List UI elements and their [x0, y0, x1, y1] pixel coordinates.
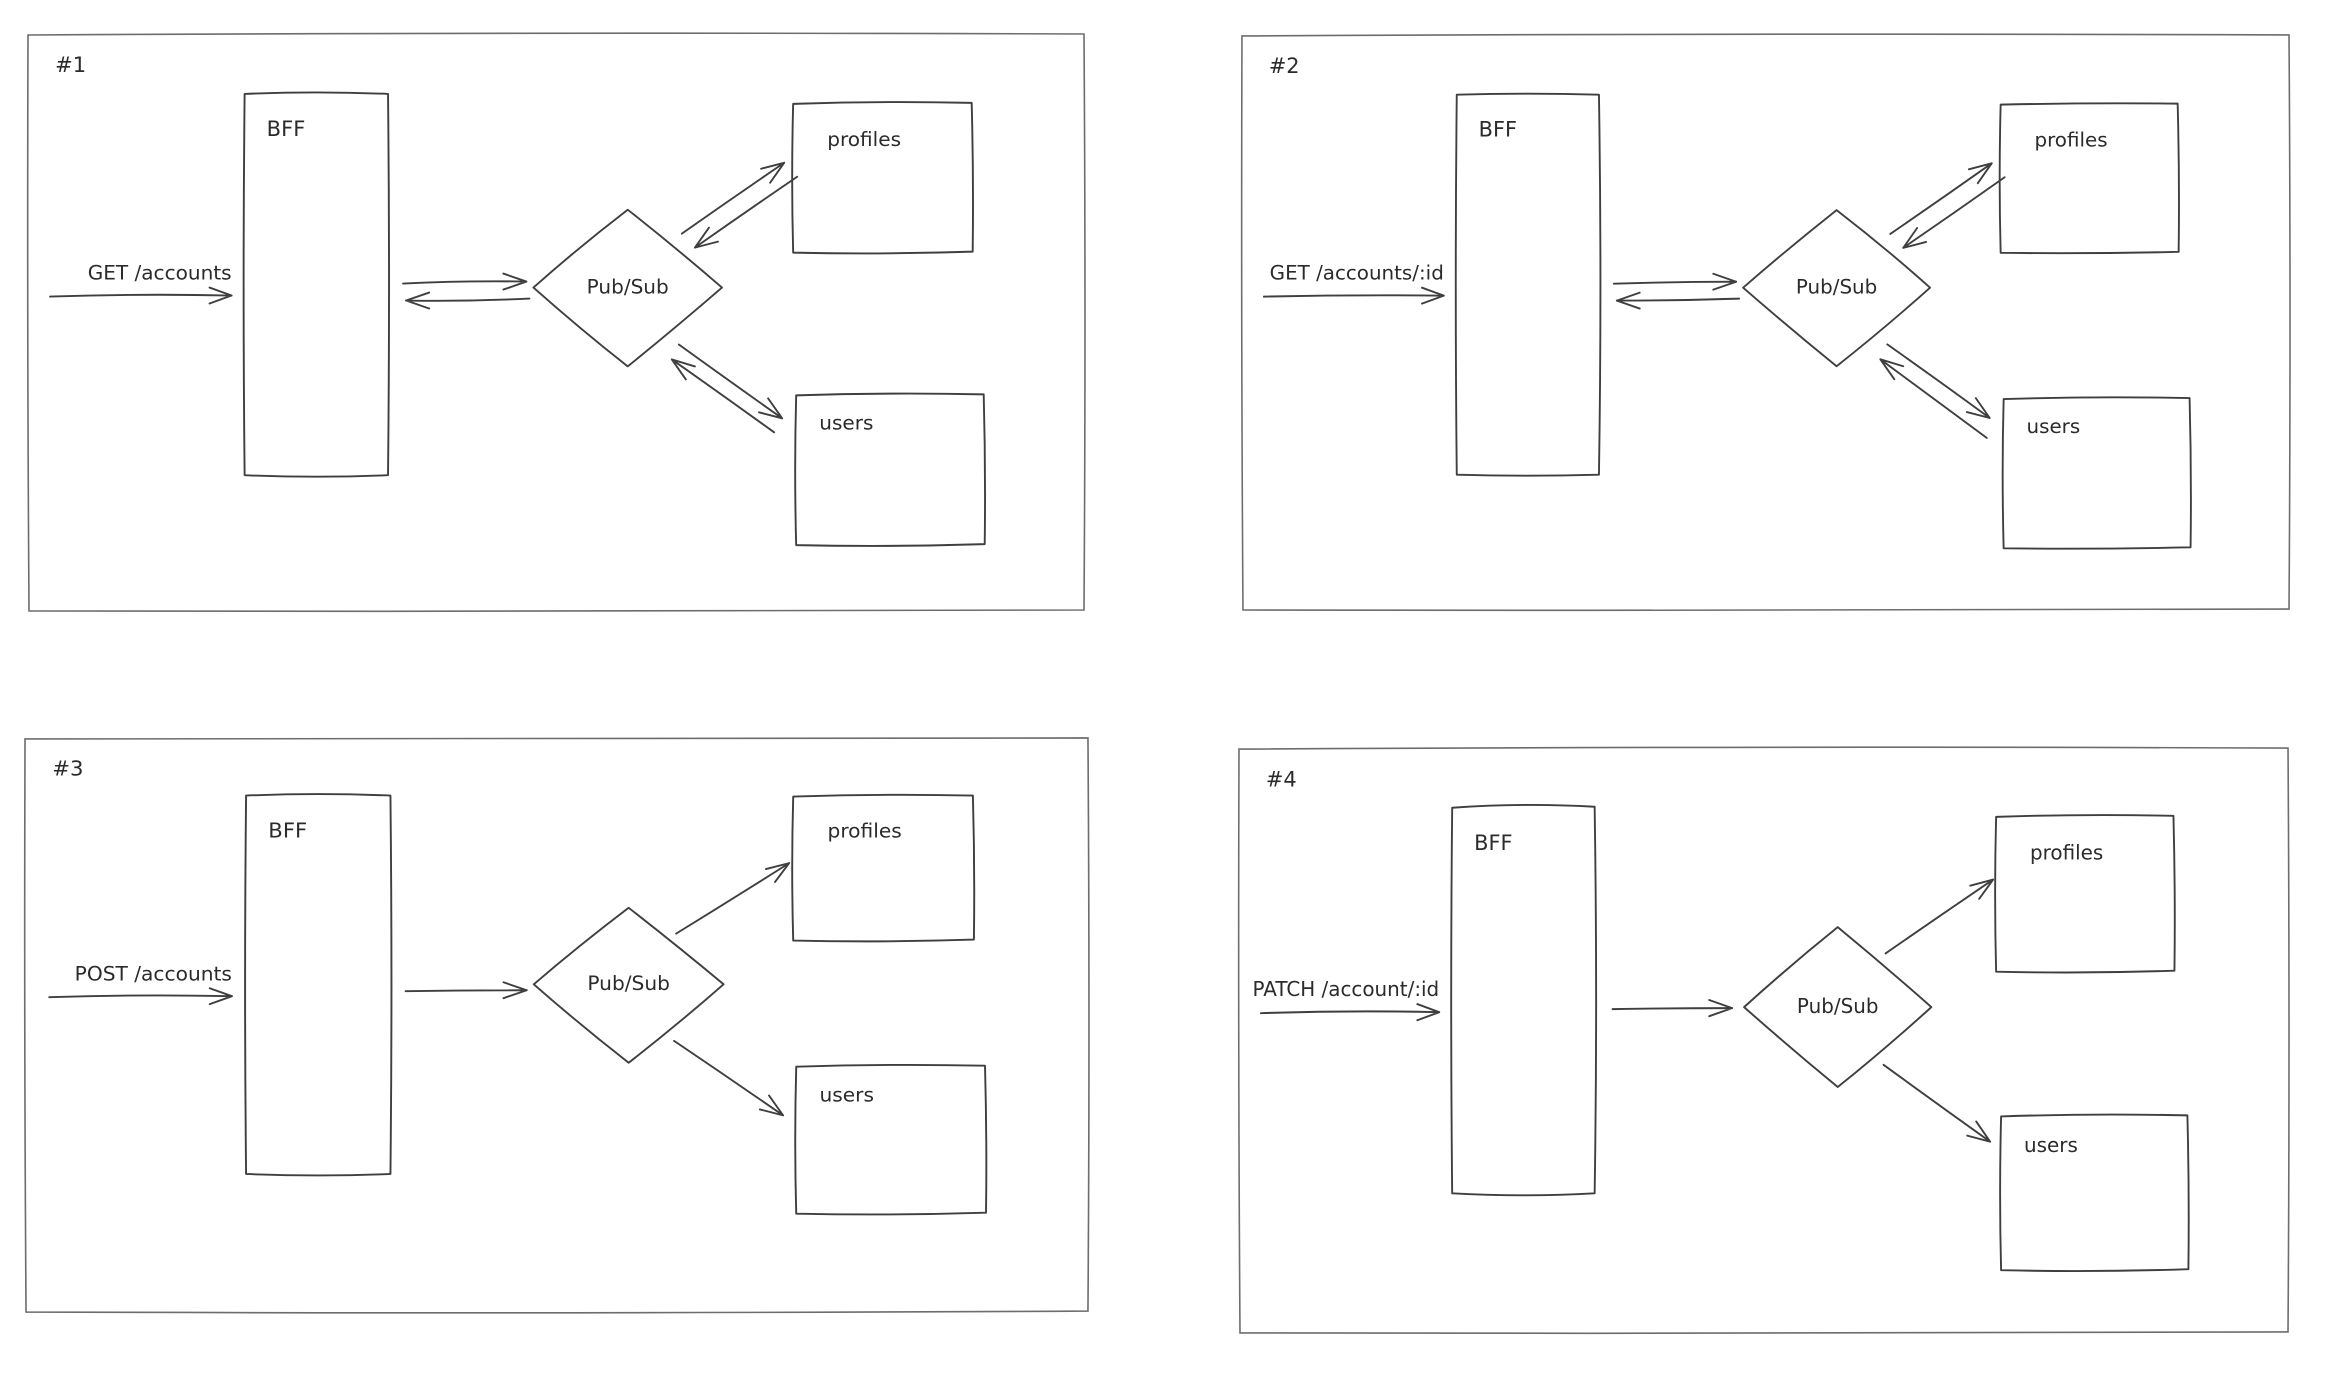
bff-label: BFF — [268, 817, 307, 842]
pubsub-diamond — [1742, 209, 1932, 368]
profiles-to-pubsub-arrow — [1902, 176, 2006, 249]
profiles-box — [791, 793, 976, 943]
bff-to-pubsub-arrow — [1611, 999, 1734, 1018]
panel-number-label: #1 — [55, 52, 86, 77]
bff-box — [244, 793, 393, 1177]
request-label: GET /accounts — [88, 261, 232, 285]
request-arrow — [49, 286, 233, 305]
pubsub-to-users-arrow — [673, 1039, 785, 1117]
pubsub-to-profiles-arrow — [675, 862, 791, 935]
bff-box — [242, 91, 390, 478]
profiles-label: profiles — [2030, 840, 2103, 864]
users-to-pubsub-arrow — [670, 358, 776, 434]
profiles-box — [791, 101, 974, 255]
panel-3: #3 BFF POST /accounts Pub/Sub profiles u… — [23, 736, 1090, 1314]
panel-frame — [1237, 746, 2290, 1335]
bff-to-pubsub-arrow — [404, 981, 528, 1000]
panel-frame — [1240, 33, 2291, 612]
pubsub-label: Pub/Sub — [587, 275, 669, 299]
request-arrow — [1262, 286, 1445, 305]
pubsub-diamond — [532, 208, 723, 368]
bff-label: BFF — [267, 116, 306, 141]
request-label: POST /accounts — [75, 961, 232, 985]
pubsub-to-profiles-arrow — [1884, 878, 1995, 955]
bff-to-pubsub-arrow — [1612, 272, 1738, 291]
profiles-box — [1994, 814, 2176, 974]
pubsub-to-bff-arrow — [1615, 291, 1741, 310]
users-label: users — [819, 1083, 874, 1107]
pubsub-to-users-arrow — [1882, 1063, 1992, 1143]
pubsub-to-profiles-arrow — [1889, 162, 1993, 235]
users-box — [794, 1063, 988, 1216]
bff-box — [1450, 803, 1598, 1197]
pubsub-to-users-arrow — [1886, 343, 1991, 419]
pubsub-to-users-arrow — [677, 343, 784, 420]
request-label: PATCH /account/:id — [1253, 977, 1440, 1001]
profiles-label: profiles — [2034, 128, 2107, 151]
users-label: users — [2024, 1133, 2078, 1157]
users-label: users — [2027, 415, 2081, 438]
panel-1: #1 BFF GET /accounts Pub/Sub profiles us… — [26, 32, 1086, 613]
panel-number-label: #4 — [1266, 766, 1297, 791]
users-box — [794, 392, 986, 547]
bff-label: BFF — [1474, 830, 1512, 855]
pubsub-to-profiles-arrow — [680, 161, 786, 235]
pubsub-label: Pub/Sub — [587, 971, 670, 995]
panel-number-label: #3 — [52, 756, 83, 781]
bff-to-pubsub-arrow — [402, 272, 528, 291]
request-arrow — [1259, 1003, 1441, 1022]
pubsub-label: Pub/Sub — [1796, 276, 1877, 299]
panel-number-label: #2 — [1269, 54, 1300, 78]
profiles-box — [1998, 102, 2180, 255]
users-to-pubsub-arrow — [1879, 358, 1988, 439]
profiles-label: profiles — [828, 818, 902, 842]
pubsub-to-bff-arrow — [405, 291, 531, 310]
users-box — [2001, 396, 2192, 550]
pubsub-diamond — [1743, 926, 1933, 1089]
pubsub-label: Pub/Sub — [1797, 994, 1879, 1018]
users-label: users — [819, 410, 873, 434]
users-box — [1999, 1113, 2190, 1272]
panel-4: #4 BFF PATCH /account/:id Pub/Sub profil… — [1237, 746, 2290, 1335]
request-label: GET /accounts/:id — [1270, 262, 1444, 285]
panel-2: #2 BFF GET /accounts/:id Pub/Sub profile… — [1240, 33, 2291, 612]
request-arrow — [48, 987, 233, 1006]
bff-label: BFF — [1479, 117, 1517, 141]
bff-box — [1454, 92, 1602, 477]
panel-frame — [23, 736, 1090, 1314]
panel-frame — [26, 32, 1086, 613]
profiles-label: profiles — [827, 127, 901, 151]
profiles-to-pubsub-arrow — [693, 175, 799, 249]
pubsub-diamond — [532, 906, 725, 1064]
